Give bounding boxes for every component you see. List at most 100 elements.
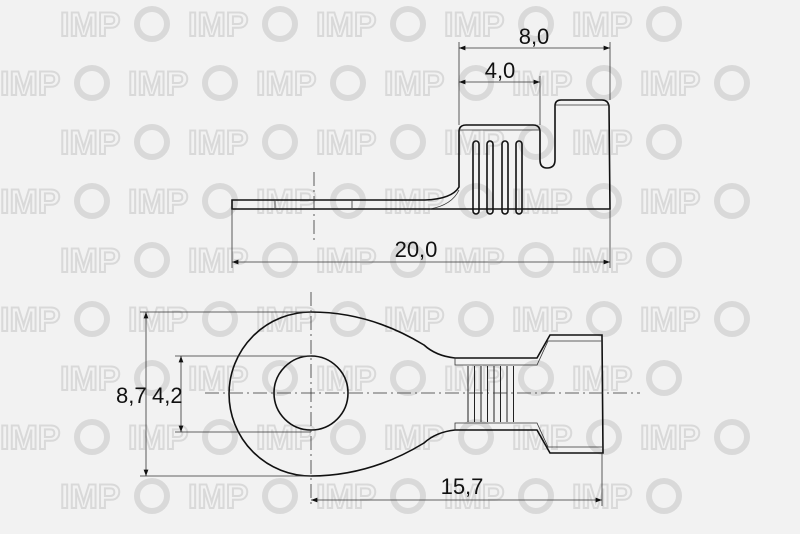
watermark-logo-icon xyxy=(646,124,682,160)
watermark-logo-icon xyxy=(330,419,366,455)
watermark-text: IMP xyxy=(128,301,188,339)
watermark-text: IMP xyxy=(60,478,120,516)
watermark-text: IMP xyxy=(572,124,632,162)
watermark-text: IMP xyxy=(0,301,60,339)
watermark-text: IMP xyxy=(188,242,248,280)
watermark-logo-icon xyxy=(586,183,622,219)
watermark-logo-icon xyxy=(262,6,298,42)
watermark-logo-icon xyxy=(74,65,110,101)
watermark-text: IMP xyxy=(60,360,120,398)
watermark-logo-icon xyxy=(518,478,554,514)
watermark-text: IMP xyxy=(128,419,188,457)
watermark-text: IMP xyxy=(640,183,700,221)
ring-outline xyxy=(228,311,604,477)
dim-8-0: 8,0 xyxy=(519,24,550,49)
watermark-text: IMP xyxy=(444,242,504,280)
watermark-logo-icon xyxy=(714,419,750,455)
watermark-text: IMP xyxy=(60,124,120,162)
watermark-logo-icon xyxy=(518,360,554,396)
dim-4-0: 4,0 xyxy=(485,58,516,83)
watermark-text: IMP xyxy=(316,478,376,516)
watermark-text: IMP xyxy=(188,360,248,398)
watermark-logo-icon xyxy=(74,419,110,455)
watermark-text: IMP xyxy=(384,65,444,103)
side-profile xyxy=(231,99,611,210)
watermark-text: IMP xyxy=(512,183,572,221)
watermark-text: IMP xyxy=(572,242,632,280)
watermark-text: IMP xyxy=(444,478,504,516)
watermark-logo-icon xyxy=(518,6,554,42)
barrel-ribs xyxy=(472,140,523,215)
watermark-logo-icon xyxy=(330,183,366,219)
watermark-text: IMP xyxy=(512,65,572,103)
watermark-text: IMP xyxy=(256,183,316,221)
top-view: 8,7 4,2 15,7 xyxy=(116,292,640,506)
watermark-text: IMP xyxy=(384,183,444,221)
dim-8-7: 8,7 xyxy=(116,383,147,408)
watermark-logo-icon xyxy=(134,242,170,278)
watermark-text: IMP xyxy=(444,6,504,44)
watermark-logo-icon xyxy=(262,242,298,278)
watermark-text: IMP xyxy=(128,65,188,103)
watermark-text: IMP xyxy=(128,183,188,221)
watermark-text: IMP xyxy=(316,242,376,280)
watermark-logo-icon xyxy=(714,183,750,219)
watermark-logo-icon xyxy=(134,6,170,42)
watermark-text: IMP xyxy=(60,242,120,280)
watermark-text: IMP xyxy=(640,419,700,457)
watermark-text: IMP xyxy=(0,183,60,221)
watermark-logo-icon xyxy=(518,124,554,160)
watermark-text: IMP xyxy=(0,419,60,457)
dim-4-2: 4,2 xyxy=(152,383,183,408)
watermark-logo-icon xyxy=(646,242,682,278)
watermark-text: IMP xyxy=(0,65,60,103)
watermark-logo-icon xyxy=(330,301,366,337)
watermark-text: IMP xyxy=(60,6,120,44)
watermark-logo-icon xyxy=(202,301,238,337)
watermark-logo-icon xyxy=(330,65,366,101)
watermark-text: IMP xyxy=(188,6,248,44)
watermark-logo-icon xyxy=(262,124,298,160)
watermark-logo-icon xyxy=(586,65,622,101)
watermark-logo-icon xyxy=(458,419,494,455)
barrel-serrations xyxy=(467,366,514,422)
watermark-logo-icon xyxy=(458,301,494,337)
watermark-logo-icon xyxy=(390,6,426,42)
watermark-logo-icon xyxy=(586,419,622,455)
watermark-text: IMP xyxy=(256,301,316,339)
watermark-logo-icon xyxy=(646,6,682,42)
watermark-logo-icon xyxy=(390,124,426,160)
watermark-logo-icon xyxy=(646,478,682,514)
watermark-logo-icon xyxy=(74,183,110,219)
watermark-logo-icon xyxy=(714,301,750,337)
watermark-logo-icon xyxy=(202,65,238,101)
watermark-text: IMP xyxy=(384,301,444,339)
watermark-logo-icon xyxy=(74,301,110,337)
side-view: 8,0 4,0 20,0 xyxy=(231,24,611,268)
watermark-text: IMP xyxy=(572,6,632,44)
watermark-text: IMP xyxy=(188,124,248,162)
watermark-text: IMP xyxy=(384,419,444,457)
watermark-logo-icon xyxy=(646,360,682,396)
watermark-logo-icon xyxy=(586,301,622,337)
watermark-logo-icon xyxy=(134,124,170,160)
dim-20-0: 20,0 xyxy=(395,237,438,262)
watermark-logo-icon xyxy=(202,183,238,219)
watermark-logo-icon xyxy=(518,242,554,278)
watermark-text: IMP xyxy=(188,478,248,516)
watermark-text: IMP xyxy=(316,360,376,398)
watermark-logo-icon xyxy=(134,478,170,514)
watermark-logo-icon xyxy=(390,478,426,514)
watermark-text: IMP xyxy=(512,301,572,339)
watermark-logo-icon xyxy=(202,419,238,455)
watermark-text: IMP xyxy=(256,419,316,457)
watermark-logo-icon xyxy=(390,360,426,396)
watermark-logo-icon xyxy=(458,183,494,219)
watermark-text: IMP xyxy=(316,124,376,162)
watermark-logo-icon xyxy=(262,478,298,514)
watermark-logo-icon xyxy=(714,65,750,101)
watermark-text: IMP xyxy=(316,6,376,44)
watermark-logo-icon xyxy=(134,360,170,396)
